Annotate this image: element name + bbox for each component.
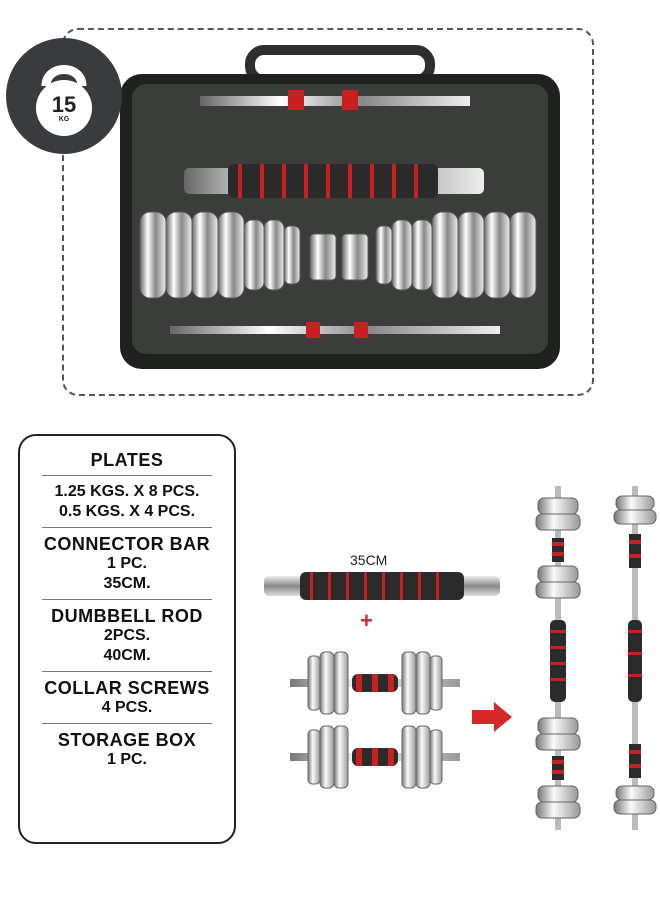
divider <box>42 599 212 600</box>
weight-unit: KG <box>58 116 70 123</box>
plus-sign: + <box>360 608 373 633</box>
spec-line: 4 PCS. <box>101 699 153 716</box>
divider <box>42 723 212 724</box>
spec-line: 2PCS. <box>103 627 151 644</box>
spec-collar-screws: COLLAR SCREWS 4 PCS. <box>20 678 234 718</box>
bar-length-label: 35CM <box>350 552 388 568</box>
spec-line: 1 PC. <box>106 751 147 768</box>
dumbbell-image <box>290 725 460 789</box>
spec-line: 0.5 KGS. X 4 PCS. <box>58 503 196 520</box>
spec-title: STORAGE BOX <box>57 730 197 750</box>
barbell-image <box>535 486 581 830</box>
connector-bar-image <box>264 572 500 600</box>
weight-value: 15 <box>51 92 77 117</box>
divider <box>42 475 212 476</box>
spec-line: 40CM. <box>103 647 151 664</box>
arrow-right-icon <box>472 702 512 732</box>
spec-line: 1 PC. <box>106 555 147 572</box>
spec-connector-bar: CONNECTOR BAR 1 PC. 35CM. <box>20 534 234 594</box>
spec-line: 1.25 KGS. X 8 PCS. <box>54 483 200 500</box>
spec-title: DUMBBELL ROD <box>51 606 203 626</box>
spec-plates: PLATES 1.25 KGS. X 8 PCS. 0.5 KGS. X 4 P… <box>20 450 234 522</box>
spec-line: 35CM. <box>103 575 151 592</box>
spec-storage-box: STORAGE BOX 1 PC. <box>20 730 234 770</box>
spec-title: PLATES <box>90 450 164 470</box>
divider <box>42 527 212 528</box>
divider <box>42 671 212 672</box>
spec-dumbbell-rod: DUMBBELL ROD 2PCS. 40CM. <box>20 606 234 666</box>
spec-card: PLATES 1.25 KGS. X 8 PCS. 0.5 KGS. X 4 P… <box>18 434 236 844</box>
kettlebell-icon <box>36 65 92 136</box>
spec-title: COLLAR SCREWS <box>44 678 210 698</box>
dumbbell-image <box>290 651 460 715</box>
storage-case-image <box>120 45 560 369</box>
product-photo-frame <box>62 28 594 396</box>
spec-title: CONNECTOR BAR <box>43 534 211 554</box>
barbell-image <box>613 486 657 830</box>
